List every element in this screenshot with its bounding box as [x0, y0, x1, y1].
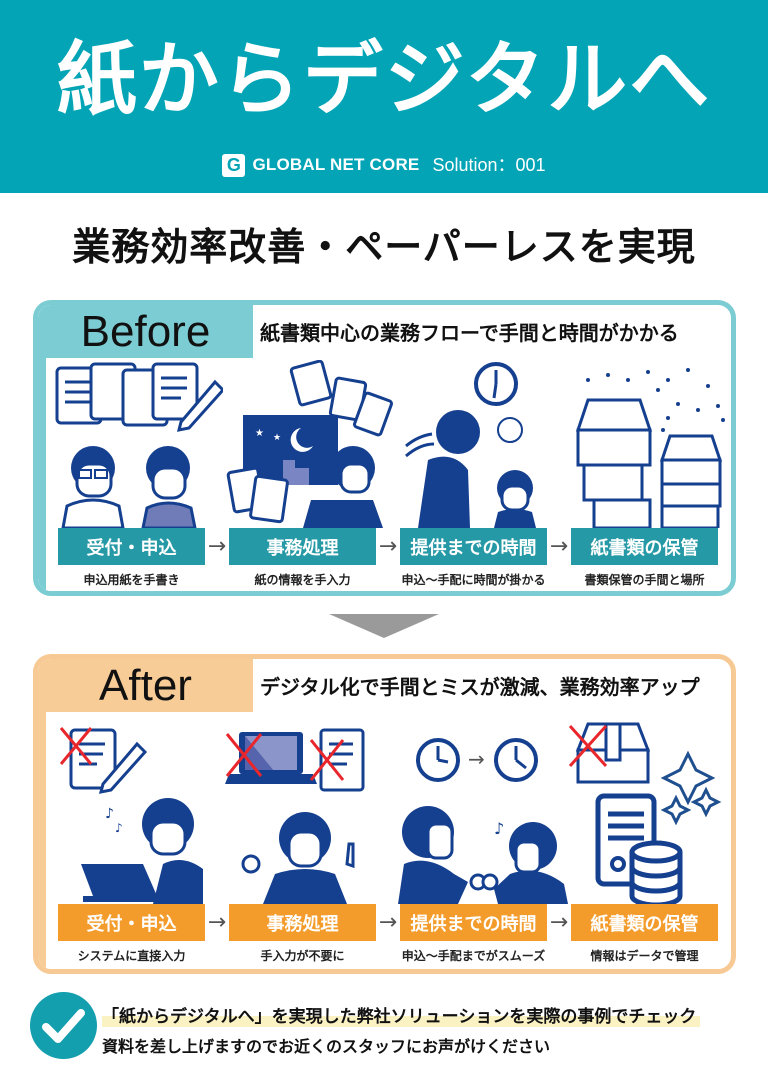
before-desc-lead-time: 申込～手配に時間が掛かる — [401, 573, 546, 587]
after-step-reception: 受付・申込 — [58, 904, 205, 941]
after-desc-processing: 手入力が不要に — [260, 949, 345, 963]
after-step-processing: 事務処理 — [229, 904, 376, 941]
arrow-right-icon: → — [207, 534, 227, 559]
before-steps: 受付・申込 → 事務処理 → 提供までの時間 → 紙書類の保管 — [58, 528, 718, 565]
before-desc-processing: 紙の情報を手入力 — [254, 573, 351, 587]
arrow-right-icon: → — [378, 534, 398, 559]
before-illustrations: ★ ★ — [48, 360, 728, 528]
after-descriptions: システムに直接入力 手入力が不要に 申込～手配までがスムーズ 情報はデータで管理 — [58, 947, 718, 964]
quick-handshake-clock-icon: → ♪ — [398, 714, 568, 904]
overtime-night-clerical-work-icon: ★ ★ — [223, 360, 393, 528]
arrow-right-icon: → — [549, 910, 569, 935]
footer-subline: 資料を差し上げますのでお近くのスタッフにお声がけください — [102, 1037, 551, 1056]
after-tab-label: After — [38, 659, 253, 712]
main-title: 紙からデジタルへ — [56, 33, 712, 126]
header-banner: 紙からデジタルへ G GLOBAL NET CORE Solution：001 — [0, 0, 768, 193]
after-desc-reception: システムに直接入力 — [77, 949, 186, 963]
before-tab-label: Before — [38, 305, 253, 358]
after-panel: After デジタル化で手間とミスが激減、業務効率アップ ♪ ♪ — [33, 654, 736, 974]
before-desc-reception: 申込用紙を手書き — [83, 573, 180, 587]
after-step-storage: 紙書類の保管 — [571, 904, 718, 941]
after-tagline: デジタル化で手間とミスが激減、業務効率アップ — [260, 675, 700, 699]
down-arrow-icon — [329, 614, 439, 638]
svg-text:→: → — [468, 747, 485, 771]
before-step-storage: 紙書類の保管 — [571, 528, 718, 565]
before-step-reception: 受付・申込 — [58, 528, 205, 565]
after-side-bar — [38, 712, 46, 969]
arrow-right-icon: → — [207, 910, 227, 935]
before-side-bar — [38, 358, 46, 591]
svg-text:★: ★ — [255, 428, 264, 439]
before-descriptions: 申込用紙を手書き 紙の情報を手入力 申込～手配に時間が掛かる 書類保管の手間と場… — [58, 571, 718, 588]
after-step-lead-time: 提供までの時間 — [400, 904, 547, 941]
happy-laptop-input-icon: ♪ ♪ — [53, 714, 223, 904]
after-desc-storage: 情報はデータで管理 — [590, 949, 699, 963]
before-step-lead-time: 提供までの時間 — [400, 528, 547, 565]
before-tagline: 紙書類中心の業務フローで手間と時間がかかる — [260, 321, 679, 345]
footer-headline: 「紙からデジタルへ」を実現した弊社ソリューションを実際の事例でチェック — [102, 1002, 701, 1027]
solution-number: Solution：001 — [432, 155, 546, 175]
waiting-clock-apology-icon — [398, 360, 568, 528]
stacked-document-boxes-icon — [568, 360, 731, 528]
before-desc-storage: 書類保管の手間と場所 — [584, 573, 705, 587]
svg-text:♪: ♪ — [494, 819, 504, 838]
subtitle: 業務効率改善・ペーパーレスを実現 — [72, 225, 696, 269]
svg-text:♪: ♪ — [105, 806, 114, 822]
footer-callout: 「紙からデジタルへ」を実現した弊社ソリューションを実際の事例でチェック 資料を差… — [30, 992, 750, 1072]
after-steps: 受付・申込 → 事務処理 → 提供までの時間 → 紙書類の保管 — [58, 904, 718, 941]
checkmark-icon — [30, 992, 97, 1059]
before-panel: Before 紙書類中心の業務フローで手間と時間がかかる — [33, 300, 736, 596]
global-net-core-logo-icon: G — [222, 153, 246, 177]
svg-text:★: ★ — [273, 433, 281, 443]
brand-name: GLOBAL NET CORE — [252, 155, 420, 174]
brand-line: G GLOBAL NET CORE Solution：001 — [0, 152, 768, 178]
database-storage-icon — [568, 714, 731, 904]
arrow-right-icon: → — [378, 910, 398, 935]
after-desc-lead-time: 申込～手配までがスムーズ — [401, 949, 546, 963]
arrow-right-icon: → — [549, 534, 569, 559]
before-step-processing: 事務処理 — [229, 528, 376, 565]
no-manual-entry-icon — [223, 714, 393, 904]
svg-text:♪: ♪ — [115, 821, 123, 835]
paper-forms-and-confused-customer-icon — [53, 360, 223, 528]
after-illustrations: ♪ ♪ — [48, 714, 728, 904]
